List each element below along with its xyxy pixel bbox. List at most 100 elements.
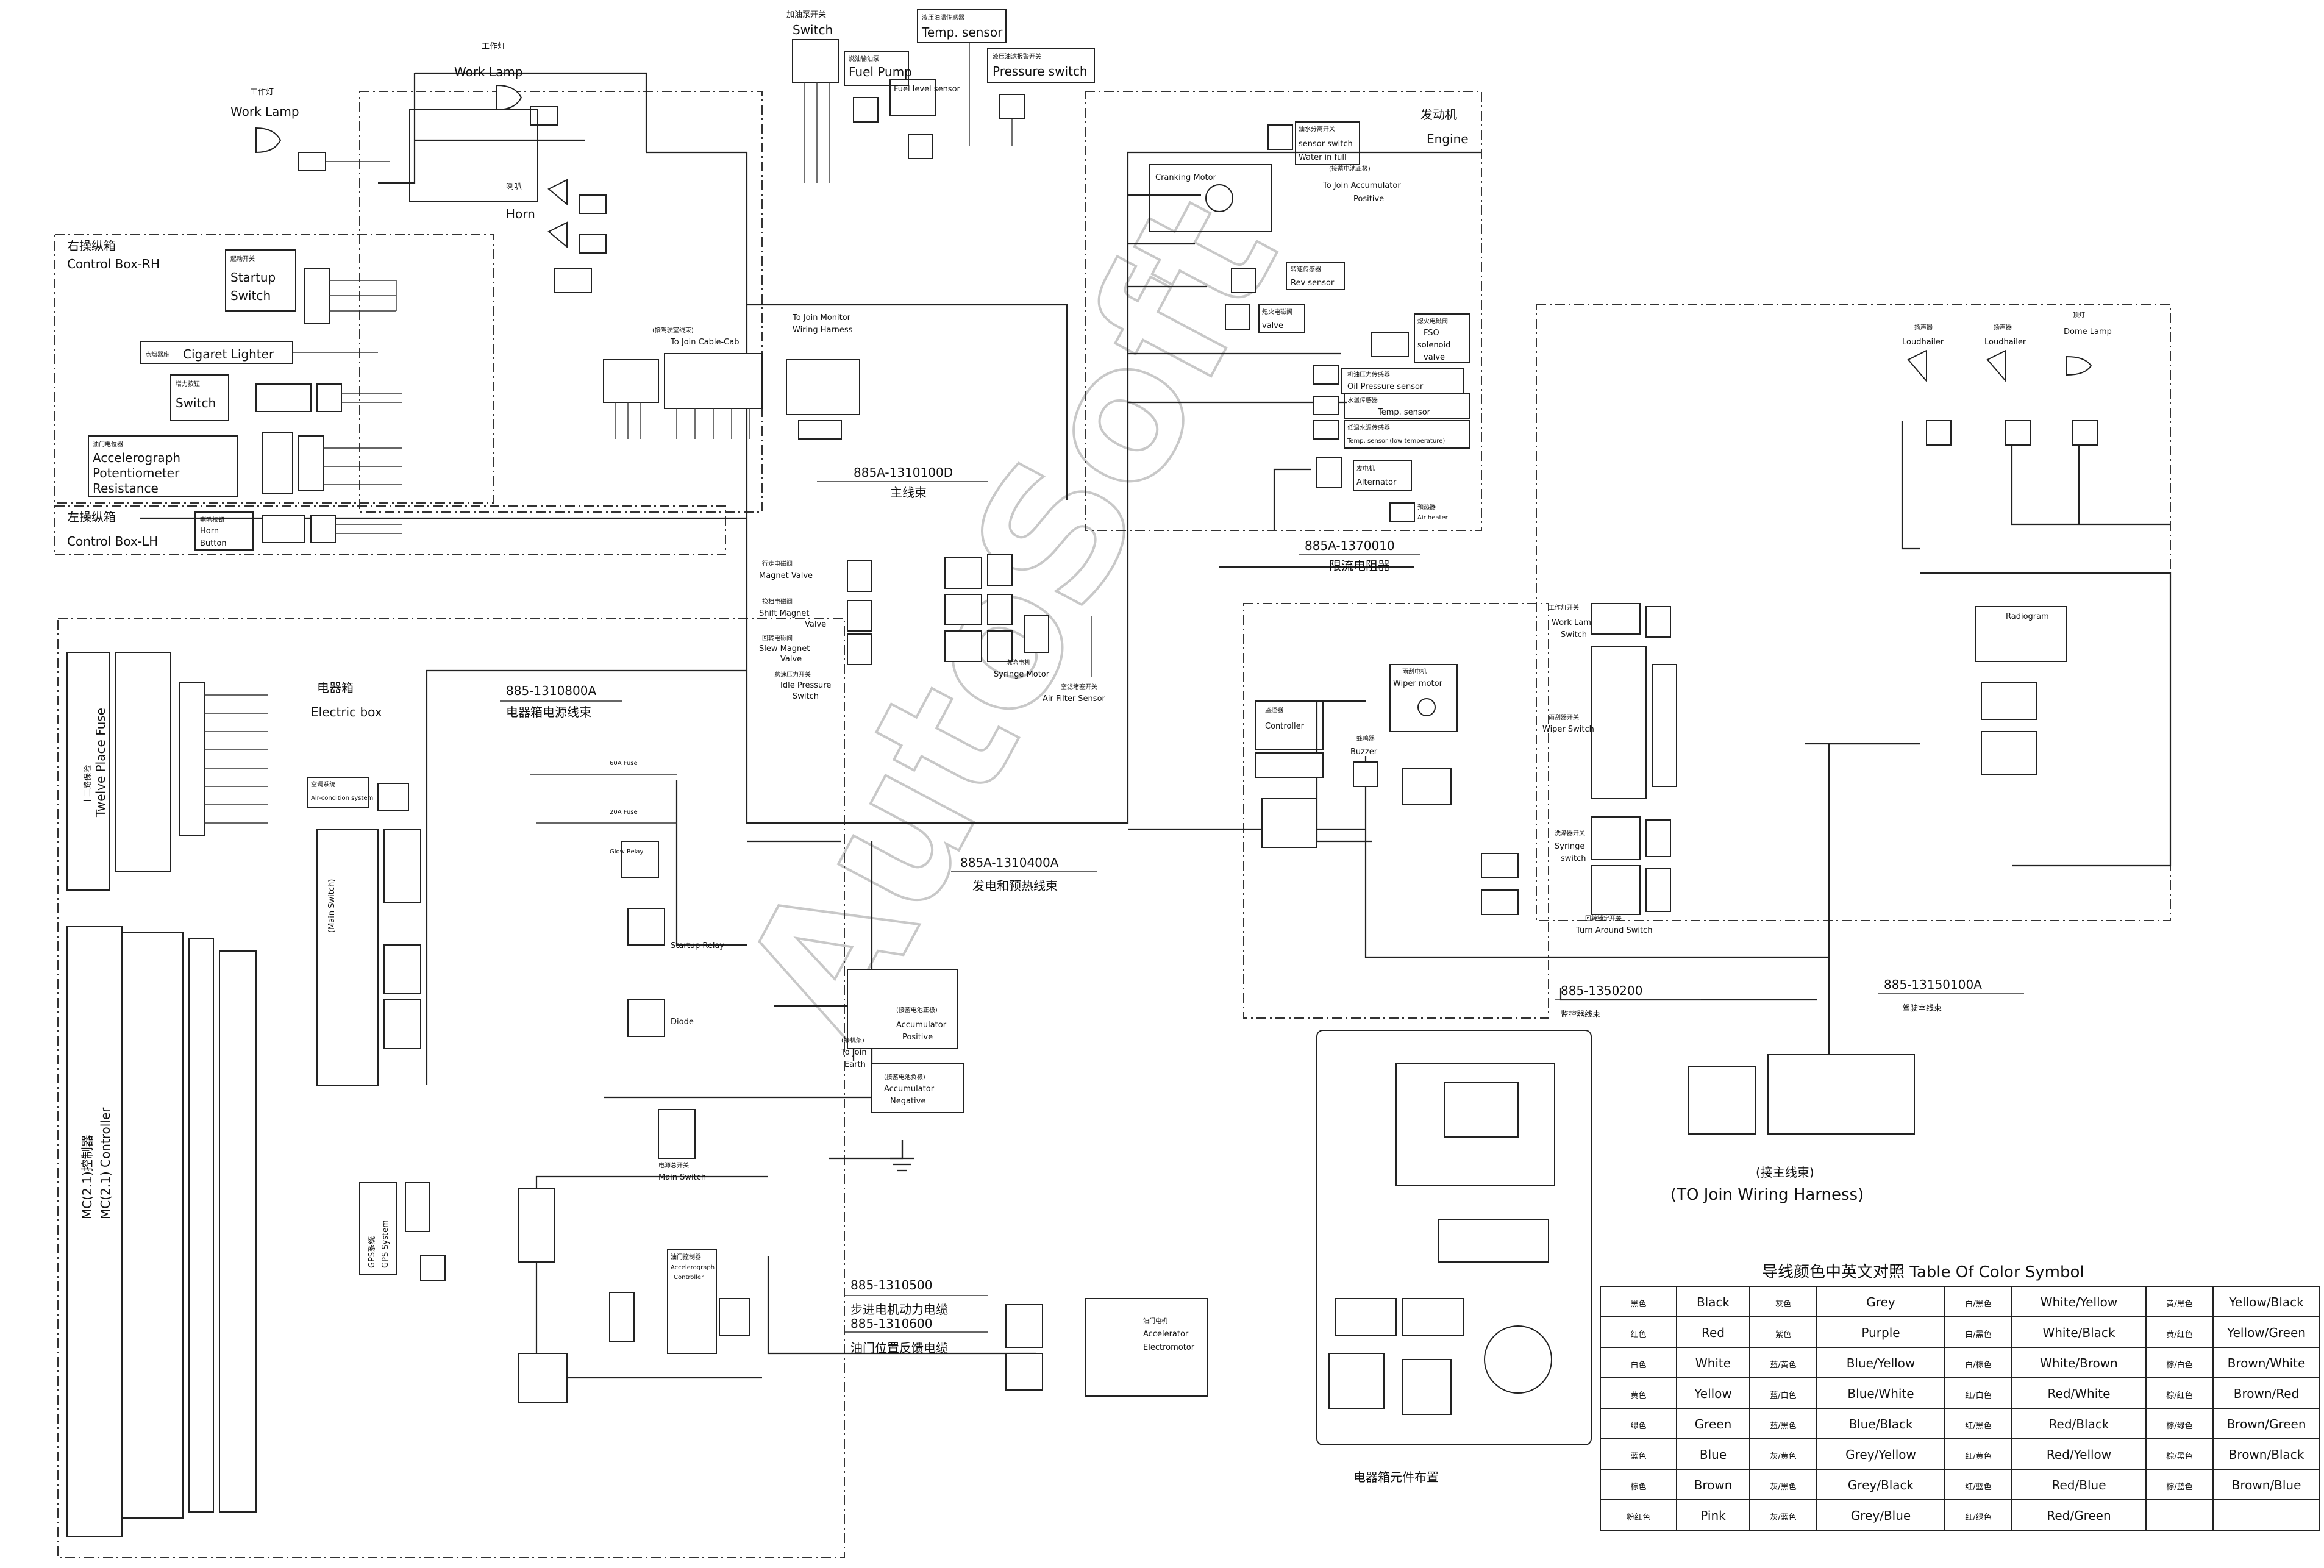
- svg-text:Resistance: Resistance: [93, 481, 159, 496]
- svg-text:Air heater: Air heater: [1417, 515, 1449, 521]
- svg-text:To Join Cable-Cab: To Join Cable-Cab: [670, 338, 739, 347]
- harness-electric-box: 885-1310800A 电器箱电源线束: [500, 683, 622, 719]
- svg-text:Dome Lamp: Dome Lamp: [2064, 327, 2112, 337]
- table-cell: Pink: [1700, 1508, 1726, 1523]
- svg-text:Valve: Valve: [805, 620, 826, 629]
- table-cell: Red/White: [2048, 1386, 2111, 1401]
- color-table-title: 导线颜色中英文对照 Table Of Color Symbol: [1762, 1263, 2084, 1281]
- svg-text:限流电阻器: 限流电阻器: [1329, 558, 1390, 573]
- svg-text:怠速压力开关: 怠速压力开关: [774, 671, 811, 679]
- svg-text:起动开关: 起动开关: [230, 255, 255, 263]
- svg-text:MC(2.1) Controller: MC(2.1) Controller: [98, 1107, 113, 1219]
- svg-text:Glow Relay: Glow Relay: [610, 849, 644, 855]
- work-lamp-top: 工作灯 Work Lamp: [409, 42, 558, 202]
- svg-text:洗涤器开关: 洗涤器开关: [1555, 829, 1585, 837]
- svg-text:To Join Monitor: To Join Monitor: [792, 313, 851, 323]
- table-cell: 黄/红色: [2166, 1330, 2192, 1339]
- fuel-pump: 燃油输油泵 Fuel Pump: [844, 51, 912, 123]
- svg-text:Switch: Switch: [793, 692, 819, 701]
- svg-text:Switch: Switch: [230, 288, 271, 303]
- table-cell: Red: [1702, 1325, 1725, 1340]
- svg-text:Accumulator: Accumulator: [884, 1085, 935, 1094]
- table-cell: Brown/Blue: [2232, 1478, 2301, 1492]
- svg-text:工作灯开关: 工作灯开关: [1549, 604, 1579, 611]
- svg-text:FSO: FSO: [1424, 329, 1439, 338]
- svg-text:十二路保险: 十二路保险: [83, 765, 93, 805]
- table-cell: 棕/红色: [2166, 1391, 2192, 1400]
- svg-text:电器箱: 电器箱: [317, 680, 354, 695]
- accumulator-positive: (接蓄电池正极) Accumulator Positive: [847, 969, 958, 1049]
- accel-controller: 油门控制器 Accelerograph Controller: [518, 1188, 750, 1403]
- svg-text:液压油滤报警开关: 液压油滤报警开关: [993, 52, 1041, 60]
- svg-text:885-1310600: 885-1310600: [850, 1316, 932, 1331]
- table-cell: Blue: [1700, 1447, 1727, 1462]
- join-earth: (接机架) To Join Earth: [841, 1036, 866, 1069]
- svg-text:To Join Accumulator: To Join Accumulator: [1322, 181, 1401, 190]
- svg-text:Button: Button: [200, 539, 227, 548]
- svg-text:Earth: Earth: [844, 1060, 866, 1069]
- connector-monitor: To Join Monitor Wiring Harness: [786, 313, 860, 440]
- table-cell: Brown/Green: [2226, 1417, 2306, 1431]
- svg-text:Pressure switch: Pressure switch: [993, 64, 1088, 79]
- table-cell: 灰/黑色: [1770, 1482, 1796, 1492]
- svg-text:Horn: Horn: [506, 207, 535, 221]
- idle-pressure-switch: 怠速压力开关 Idle Pressure Switch: [774, 671, 831, 701]
- svg-text:Work Lamp: Work Lamp: [230, 104, 299, 119]
- cranking-motor: Cranking Motor (接蓄电池正极) To Join Accumula…: [1149, 164, 1401, 232]
- electric-box-label: 电器箱 Electric box: [311, 680, 382, 719]
- svg-text:顶灯: 顶灯: [2073, 312, 2085, 319]
- accumulator-negative: (接蓄电池负极) Accumulator Negative: [871, 1063, 964, 1113]
- svg-text:步进电机动力电缆: 步进电机动力电缆: [850, 1302, 948, 1317]
- twelve-place-fuse: 十二路保险 Twelve Place Fuse: [66, 652, 268, 891]
- svg-text:(接机架): (接机架): [841, 1036, 864, 1044]
- svg-text:右操纵箱: 右操纵箱: [67, 238, 116, 253]
- svg-text:Shift Magnet: Shift Magnet: [759, 609, 809, 618]
- svg-text:发动机: 发动机: [1420, 107, 1457, 122]
- svg-text:发电和预热线束: 发电和预热线束: [972, 878, 1058, 893]
- alternator: 发电机 Alternator: [1316, 457, 1412, 491]
- svg-text:换档电磁阀: 换档电磁阀: [762, 597, 793, 605]
- svg-text:工作灯: 工作灯: [250, 88, 274, 97]
- svg-text:熄火电磁阀: 熄火电磁阀: [1417, 317, 1448, 325]
- svg-text:监控器: 监控器: [1265, 706, 1283, 714]
- wiper-switch: 雨刮器开关 Wiper Switch: [1542, 646, 1677, 799]
- svg-text:(接蓄电池负极): (接蓄电池负极): [884, 1073, 925, 1081]
- temp-sensor-engine: 水温传感器 Temp. sensor: [1313, 393, 1470, 419]
- connector-cable-cab: (接驾驶室线束) To Join Cable-Cab: [603, 326, 763, 439]
- svg-text:液压油温传感器: 液压油温传感器: [922, 13, 964, 21]
- table-cell: 蓝/黑色: [1770, 1421, 1796, 1431]
- svg-text:空滤堵塞开关: 空滤堵塞开关: [1061, 683, 1097, 691]
- svg-text:Positive: Positive: [1353, 194, 1384, 204]
- table-cell: Red/Black: [2049, 1417, 2109, 1431]
- svg-text:Fuel level sensor: Fuel level sensor: [894, 85, 961, 94]
- svg-text:Potentiometer: Potentiometer: [93, 466, 180, 480]
- svg-text:电源总开关: 电源总开关: [658, 1161, 689, 1169]
- table-cell: 白/棕色: [1965, 1360, 1991, 1370]
- svg-text:Rev sensor: Rev sensor: [1291, 279, 1335, 288]
- svg-text:Valve: Valve: [780, 655, 802, 664]
- svg-text:Switch: Switch: [793, 23, 833, 37]
- control-box-rh: 右操纵箱 Control Box-RH: [67, 238, 160, 271]
- refuel-switch: 加油泵开关 Switch: [786, 10, 839, 183]
- table-cell: Yellow/Green: [2226, 1325, 2306, 1340]
- svg-text:(TO Join Wiring Harness): (TO Join Wiring Harness): [1670, 1186, 1864, 1204]
- mc-controller: MC(2.1)控制器 MC(2.1) Controller: [66, 926, 257, 1537]
- table-cell: 黄/黑色: [2166, 1299, 2192, 1309]
- air-heater: 预热器 Air heater: [1389, 502, 1449, 522]
- monitor-region: [1243, 603, 1549, 1019]
- svg-text:Control Box-LH: Control Box-LH: [67, 534, 158, 549]
- svg-text:Turn Around Switch: Turn Around Switch: [1575, 926, 1652, 935]
- table-cell: Brown: [1694, 1478, 1733, 1492]
- table-cell: 红色: [1630, 1330, 1646, 1339]
- horn-button: 喇叭按钮 Horn Button: [194, 511, 402, 551]
- table-cell: White/Black: [2042, 1325, 2115, 1340]
- svg-text:sensor switch: sensor switch: [1299, 140, 1353, 149]
- table-cell: 棕/蓝色: [2166, 1482, 2192, 1492]
- syringe-switch: 洗涤器开关 Syringe switch: [1555, 816, 1671, 863]
- table-cell: 棕色: [1630, 1482, 1646, 1492]
- svg-text:Main Switch: Main Switch: [658, 1173, 706, 1182]
- table-cell: Red/Yellow: [2047, 1447, 2111, 1462]
- svg-text:Wiper motor: Wiper motor: [1393, 679, 1443, 688]
- table-cell: 白/黑色: [1965, 1299, 1991, 1309]
- fso-valve: 熄火电磁阀 FSO solenoid valve: [1371, 313, 1470, 363]
